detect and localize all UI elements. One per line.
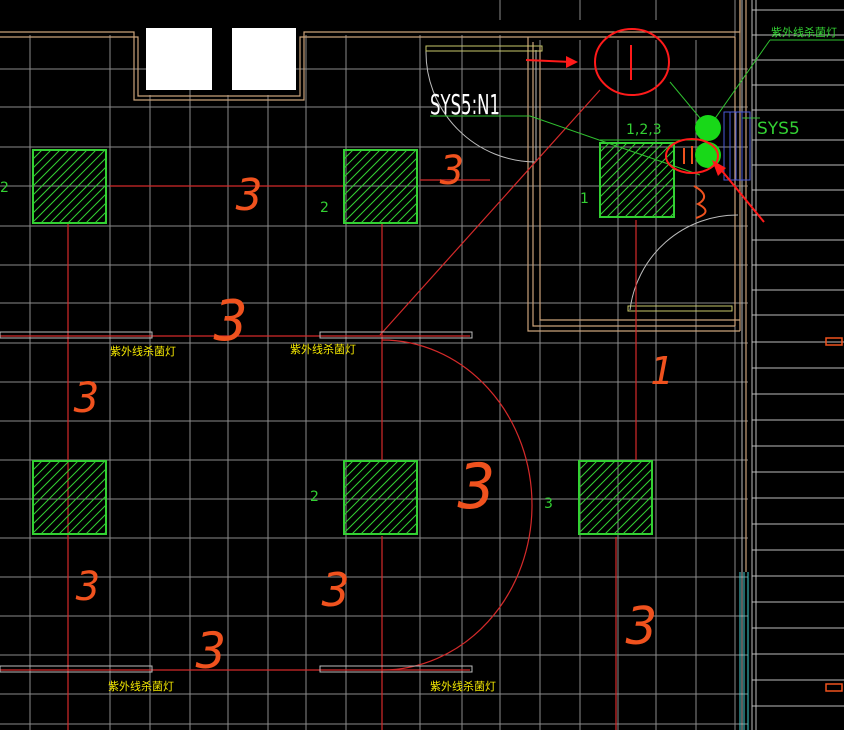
zone-label-left-edge: 2	[0, 180, 9, 196]
zone-label-middle: 2	[310, 489, 319, 505]
system-tag-right: SYS5	[757, 119, 800, 139]
lamp-label: 紫外线杀菌灯	[110, 344, 176, 358]
stair-marker	[825, 683, 843, 692]
handwritten-marks: 3 3 3 3 1 3 3 3 3 3	[73, 148, 673, 680]
handwritten-mark: 3	[235, 170, 263, 221]
zone-label-top-middle: 2	[320, 200, 329, 216]
column	[343, 149, 418, 224]
walls	[0, 0, 747, 572]
handwritten-mark: 3	[625, 597, 657, 657]
device-box	[723, 111, 751, 181]
door-swings	[425, 45, 739, 312]
handwritten-mark: 3	[195, 622, 226, 680]
column	[32, 460, 107, 535]
lamp-label: 紫外线杀菌灯	[108, 679, 174, 693]
uv-lamp-fixtures	[0, 331, 473, 673]
stair-ladder	[741, 0, 844, 730]
handwritten-stroke	[693, 185, 707, 219]
column	[32, 149, 107, 224]
red-annotations	[525, 28, 765, 223]
handwritten-mark: 3	[457, 450, 495, 523]
handwritten-mark: 3	[439, 148, 464, 194]
handwritten-mark: 3	[73, 373, 99, 422]
lamp-label: 紫外线杀菌灯	[290, 342, 356, 356]
pipes	[0, 89, 637, 730]
stair-cyan-rails	[739, 572, 749, 730]
zone-label-middle-right: 3	[544, 496, 553, 512]
handwritten-mark: 3	[321, 563, 350, 617]
valve-pipe-fragment	[683, 146, 693, 164]
zone-label-room: 1	[580, 191, 589, 207]
window	[146, 28, 296, 90]
lamp-label: 紫外线杀菌灯	[430, 679, 496, 693]
stair-marker	[825, 337, 843, 346]
valve-group-label: 1,2,3	[626, 122, 662, 138]
red-arrowheads	[566, 56, 726, 176]
handwritten-mark: 3	[213, 289, 248, 354]
column	[599, 142, 675, 218]
handwritten-mark: 1	[650, 349, 673, 393]
handwritten-mark: 3	[75, 564, 100, 610]
column	[343, 460, 418, 535]
lamp-label-top-right: 紫外线杀菌灯	[771, 25, 837, 39]
column	[578, 460, 653, 535]
grid-lines	[0, 0, 748, 730]
valve-icon	[695, 115, 721, 141]
system-tag: SYS5:N1	[430, 88, 500, 121]
columns	[32, 142, 675, 535]
